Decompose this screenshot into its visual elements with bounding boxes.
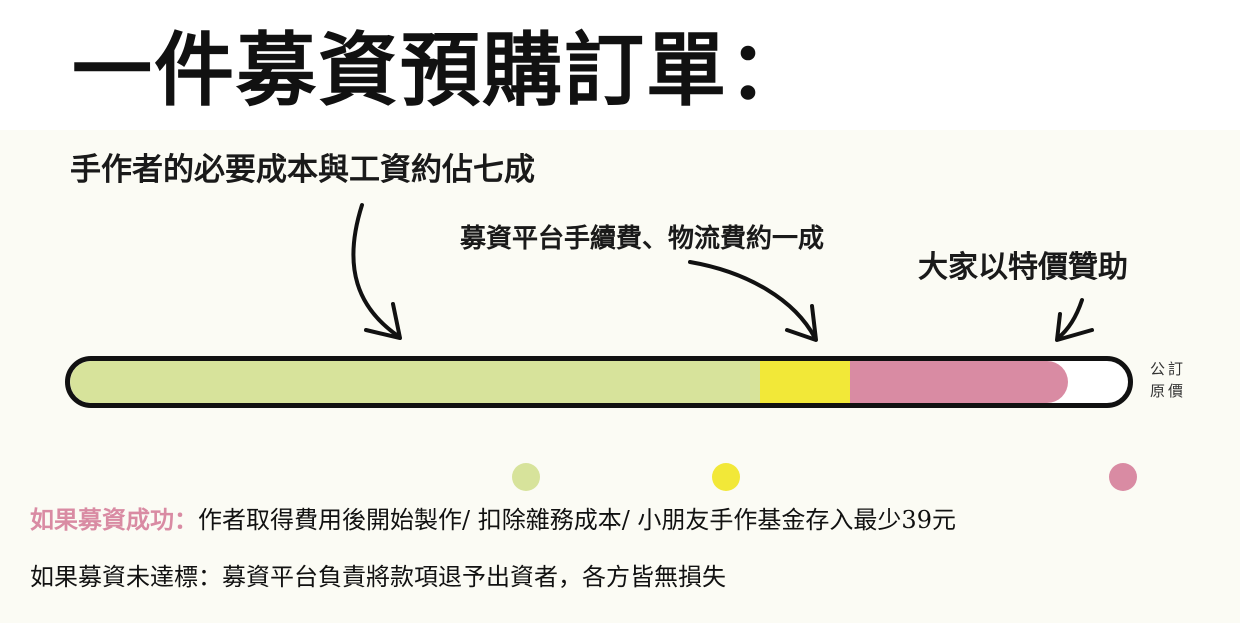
success-label: 如果募資成功： (30, 505, 198, 534)
sponsor-dot (1109, 463, 1137, 491)
success-text: 作者取得費用後開始製作/ 扣除雜務成本/ 小朋友手作基金存入最少39元 (198, 506, 956, 534)
sponsor-segment (849, 361, 1068, 403)
original-price-label: 公訂 原價 (1150, 358, 1186, 402)
labor-cost-annotation: 手作者的必要成本與工資約佔七成 (70, 152, 535, 188)
original-price-line1: 公訂 (1150, 360, 1187, 378)
success-outcome: 如果募資成功：作者取得費用後開始製作/ 扣除雜務成本/ 小朋友手作基金存入最少3… (30, 504, 956, 536)
sponsor-annotation: 大家以特價贊助 (918, 250, 1128, 285)
fail-label: 如果募資未達標： (30, 563, 222, 591)
fail-outcome: 如果募資未達標：募資平台負責將款項退予出資者，各方皆無損失 (30, 561, 726, 593)
labor-segment (70, 361, 760, 403)
page-title: 一件募資預購訂單： (72, 23, 810, 117)
original-price-line2: 原價 (1150, 382, 1187, 400)
price-breakdown-bar (65, 356, 1133, 408)
labor-dot (512, 463, 540, 491)
fail-text: 募資平台負責將款項退予出資者，各方皆無損失 (222, 563, 726, 591)
fees-dot (712, 463, 740, 491)
fees-segment (759, 361, 850, 403)
fees-annotation: 募資平台手續費、物流費約一成 (460, 224, 825, 254)
